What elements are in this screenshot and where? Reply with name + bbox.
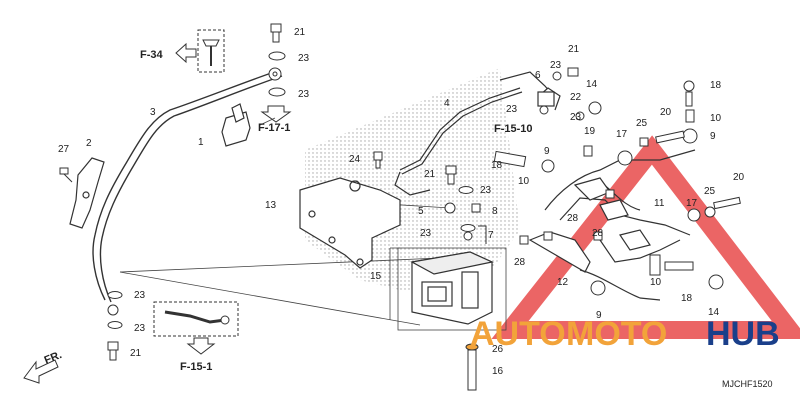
callout-9a: 9 (544, 146, 550, 157)
callout-10a: 10 (518, 176, 530, 187)
callout-23a: 23 (298, 53, 310, 64)
callout-25a: 25 (636, 118, 648, 129)
callout-8: 8 (492, 206, 498, 217)
callout-15: 15 (370, 271, 382, 282)
callout-12: 12 (557, 277, 569, 288)
sensor-parts (493, 80, 741, 296)
callout-5: 5 (418, 206, 424, 217)
callout-23f: 23 (134, 323, 146, 334)
direction-label: FR. (43, 349, 64, 367)
callout-21c: 21 (130, 348, 142, 359)
abs-modulator-15 (397, 247, 507, 331)
callout-21d: 21 (568, 44, 580, 55)
ref-f15-10: F-15-10 (494, 123, 533, 135)
callout-13: 13 (265, 200, 277, 211)
callout-17b: 17 (686, 198, 698, 209)
brake-hose-3 (92, 69, 283, 303)
callout-23i: 23 (570, 112, 582, 123)
callout-18c: 18 (681, 293, 693, 304)
brake-pipe-6 (499, 71, 561, 111)
watermark-triangle (491, 135, 800, 339)
watermark-hub: HUB (706, 315, 780, 353)
callout-labels: 2 3 1 27 21 23 23 4 24 13 21 23 5 8 23 7… (58, 27, 745, 377)
arrow-down-ref-upper (260, 105, 292, 123)
callout-23c: 23 (480, 185, 492, 196)
callout-23d: 23 (420, 228, 432, 239)
callout-7: 7 (488, 230, 494, 241)
callout-22: 22 (570, 92, 582, 103)
callout-23h: 23 (506, 104, 518, 115)
callout-23e: 23 (134, 290, 146, 301)
callout-9b: 9 (710, 131, 716, 142)
clamp-1 (221, 103, 251, 147)
ref-f17-1: F-17-1 (258, 122, 290, 134)
callout-27: 27 (58, 144, 70, 155)
lower-fittings (107, 291, 123, 361)
callout-14b: 14 (708, 307, 720, 318)
callout-1: 1 (198, 137, 204, 148)
callout-11: 11 (654, 198, 665, 209)
callout-3: 3 (150, 107, 156, 118)
callout-16: 16 (492, 366, 504, 377)
callout-18a: 18 (491, 160, 503, 171)
watermark-moto: MOTO (566, 315, 667, 353)
washers-23-top (268, 51, 286, 97)
callout-28a: 28 (567, 213, 579, 224)
modulator-fittings (444, 165, 487, 244)
diagram-code: MJCHF1520 (722, 379, 773, 389)
bolt-21-top (270, 23, 282, 43)
callout-25b: 25 (704, 186, 716, 197)
callout-20b: 20 (733, 172, 745, 183)
callout-4: 4 (444, 98, 450, 109)
callout-23g: 23 (550, 60, 562, 71)
callout-26: 26 (492, 344, 504, 355)
callout-21a: 21 (294, 27, 306, 38)
callout-20a: 20 (660, 107, 672, 118)
bracket-13 (299, 177, 401, 269)
callout-14a: 14 (586, 79, 598, 90)
callout-28c: 28 (514, 257, 526, 268)
callout-19: 19 (584, 126, 596, 137)
bolt-27 (59, 167, 73, 183)
callout-6: 6 (535, 70, 541, 81)
arrow-left-icon (175, 42, 197, 64)
watermark-auto: AUTO (470, 315, 566, 353)
bolt-top-dashed-box (197, 29, 225, 73)
callout-17a: 17 (616, 129, 628, 140)
leader-lines (119, 117, 451, 326)
callout-24: 24 (349, 154, 361, 165)
front-direction-arrow-icon (23, 359, 59, 384)
callout-9c: 9 (596, 310, 602, 321)
callout-10b: 10 (710, 113, 722, 124)
arrow-down-ref-bottom (186, 337, 216, 355)
banjo-fitting-top (268, 67, 282, 81)
callout-23b: 23 (298, 89, 310, 100)
watermark-logo: AUTO MOTO HUB (470, 315, 780, 353)
small-parts-top-right (539, 67, 602, 157)
callout-28b: 28 (592, 228, 604, 239)
bolt-24 (373, 151, 383, 169)
callout-18b: 18 (710, 80, 722, 91)
callout-2: 2 (86, 138, 92, 149)
callout-21b: 21 (424, 169, 436, 180)
pipe-dashed-box (153, 301, 239, 337)
bracket-2 (69, 157, 105, 229)
ref-f15-1: F-15-1 (180, 361, 212, 373)
bolt-16 (465, 343, 479, 391)
sensor-assembly (528, 149, 696, 301)
callout-10c: 10 (650, 277, 662, 288)
ref-f34: F-34 (140, 49, 164, 61)
brake-pipe-4 (394, 87, 523, 196)
